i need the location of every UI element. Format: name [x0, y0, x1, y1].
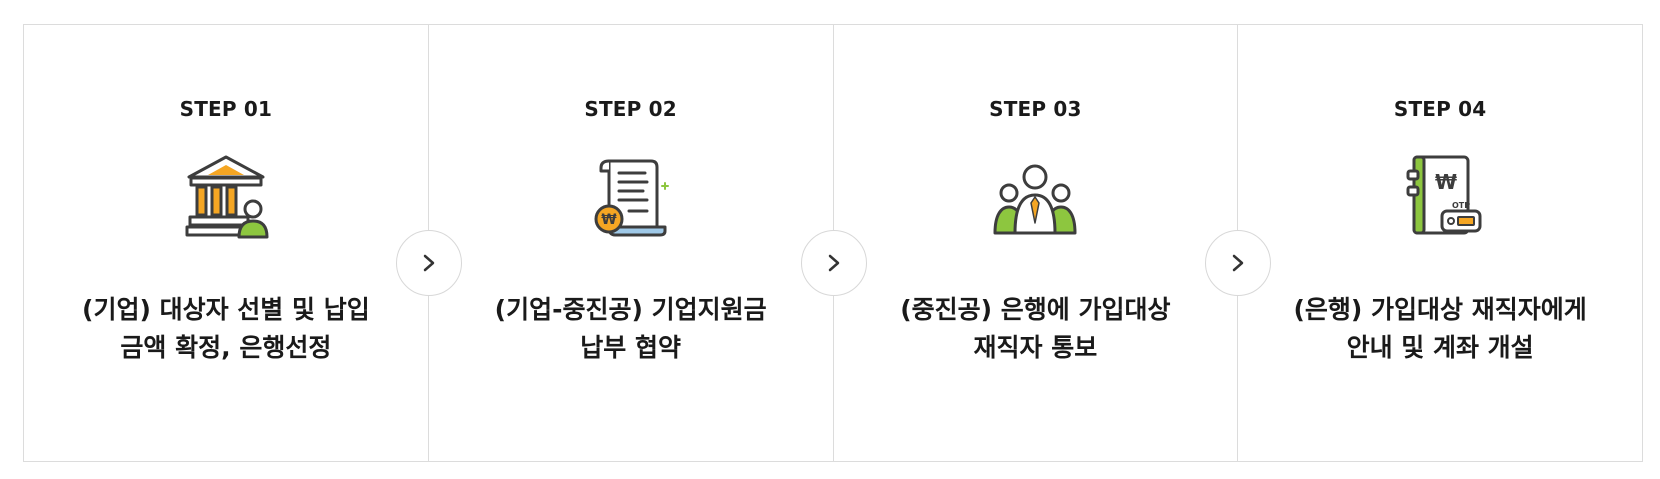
step-1: STEP 01 (기업) 대상자 선별 및 납입 금액 확정, 은행선정	[24, 25, 462, 461]
process-steps: STEP 01 (기업) 대상자 선별 및 납입 금액 확정, 은행선정	[23, 24, 1643, 462]
next-arrow	[1205, 230, 1272, 296]
step-2: STEP 02 ₩ (기업-중진공) 기업지원금 납부 협약	[429, 25, 867, 461]
chevron-right-icon	[828, 254, 839, 272]
step-label: STEP 04	[1393, 97, 1487, 121]
step-3: STEP 03 (중진공) 은행에 가입대상 재직자 통보	[834, 25, 1272, 461]
bank-icon	[180, 151, 272, 243]
step-description: (기업) 대상자 선별 및 납입 금액 확정, 은행선정	[82, 295, 370, 362]
contract-document-icon: ₩	[585, 151, 677, 243]
won-symbol: ₩	[1435, 170, 1457, 194]
step-label: STEP 01	[179, 97, 273, 121]
otp-label: OTP	[1452, 201, 1470, 210]
people-group-icon	[989, 151, 1081, 243]
bankbook-otp-icon: ₩ OTP	[1394, 151, 1486, 243]
step-label: STEP 03	[989, 97, 1082, 121]
next-arrow	[395, 230, 462, 296]
chevron-right-icon	[423, 254, 434, 272]
step-label: STEP 02	[584, 97, 677, 121]
step-description: (은행) 가입대상 재직자에게 안내 및 계좌 개설	[1293, 295, 1587, 362]
next-arrow	[800, 230, 867, 296]
won-symbol: ₩	[601, 212, 617, 228]
step-description: (기업-중진공) 기업지원금 납부 협약	[494, 295, 767, 362]
step-4: STEP 04 ₩ OTP (은행) 가입대상 재직자에게 안내 및 계좌 개설	[1238, 25, 1642, 461]
chevron-right-icon	[1233, 254, 1244, 272]
step-description: (중진공) 은행에 가입대상 재직자 통보	[900, 295, 1171, 362]
